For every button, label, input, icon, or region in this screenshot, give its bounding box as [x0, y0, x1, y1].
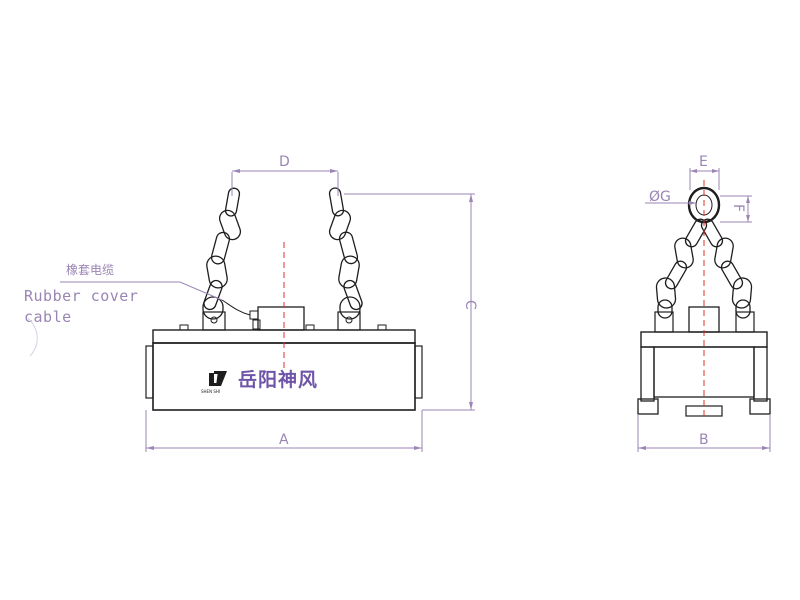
front-dimensions — [60, 169, 475, 452]
junction-box-gland — [249, 310, 259, 320]
brand-name: 岳阳神风 — [238, 368, 318, 391]
dimension-E: E — [699, 154, 708, 170]
crop-arc — [27, 317, 38, 357]
junction-box — [257, 306, 305, 331]
rubber-cable — [221, 299, 251, 316]
dimension-A: A — [279, 432, 289, 448]
side-right-chain — [700, 218, 753, 319]
left-chain — [202, 187, 242, 320]
side-left-chain — [655, 218, 708, 319]
bolt — [179, 324, 189, 331]
front-left-endcap — [145, 345, 154, 399]
side-lug-left — [654, 311, 674, 333]
lug-right — [337, 311, 361, 331]
dimension-G: ØG — [649, 189, 671, 205]
cable-label-en-2: cable — [24, 308, 72, 326]
front-right-endcap — [414, 345, 423, 399]
lug-pin — [210, 316, 218, 324]
bolt — [305, 324, 315, 331]
dimension-C: C — [462, 300, 478, 310]
dimension-F: F — [730, 204, 746, 212]
brand-small-text: SHEN SHI — [201, 389, 220, 394]
brand-logo-icon — [209, 371, 227, 386]
cable-label-en-1: Rubber cover — [24, 287, 138, 305]
side-left-leg — [640, 346, 655, 402]
bolt — [377, 324, 387, 331]
side-dimensions — [637, 168, 771, 452]
dimension-D: D — [279, 154, 290, 170]
cable-label-cn: 橡套电缆 — [66, 263, 114, 277]
side-left-foot — [637, 398, 659, 415]
junction-box-screw — [252, 319, 261, 330]
lug-left — [202, 311, 226, 331]
brand-mark: SHEN SHI 岳阳神风 — [201, 368, 318, 394]
side-right-foot — [749, 398, 771, 415]
lug-pin — [345, 316, 353, 324]
dimension-B: B — [699, 432, 709, 448]
side-right-leg — [753, 346, 768, 402]
side-lug-right — [735, 311, 755, 333]
right-chain — [328, 187, 363, 320]
